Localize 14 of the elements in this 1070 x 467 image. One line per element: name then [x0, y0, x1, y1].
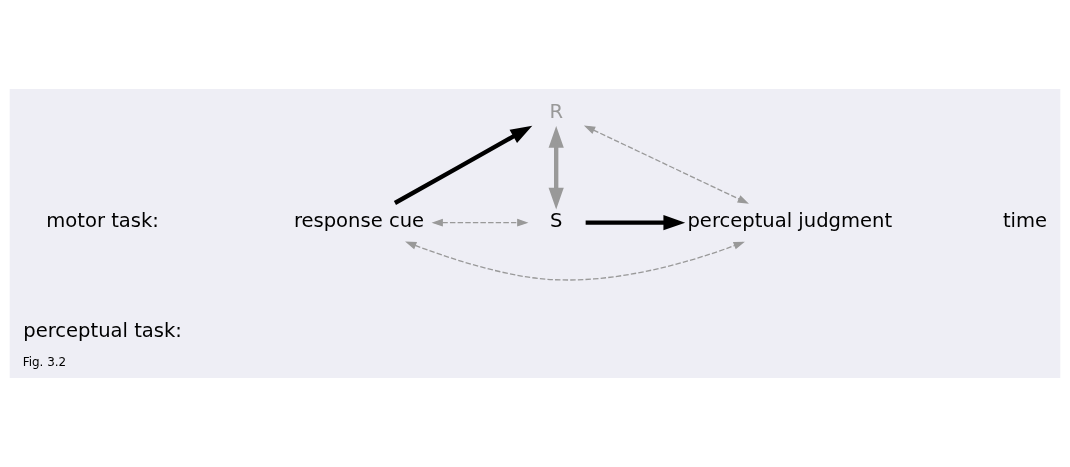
label: motor task:	[46, 209, 159, 233]
arrow	[583, 125, 749, 204]
label: time	[1002, 209, 1048, 233]
arrow	[548, 126, 564, 210]
arrow	[393, 125, 533, 205]
arrow	[431, 218, 529, 227]
node-text: S	[549, 209, 563, 233]
node-text: response cue	[293, 209, 425, 233]
label: perceptual task:	[23, 319, 182, 343]
node-text: perceptual judgment	[687, 209, 893, 233]
arrow	[585, 215, 686, 231]
node-text: R	[549, 99, 563, 123]
caption: Fig. 3.2	[22, 354, 67, 369]
arrow	[405, 241, 745, 281]
